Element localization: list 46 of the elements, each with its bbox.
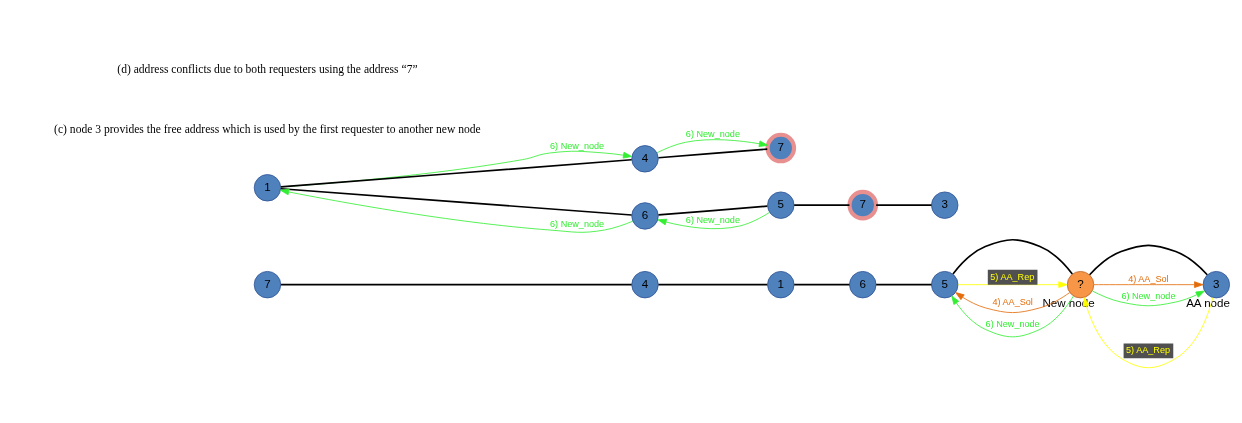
connector bbox=[952, 238, 1074, 275]
arrow bbox=[656, 139, 769, 154]
connector bbox=[279, 158, 633, 188]
node-circle: 5 bbox=[767, 191, 795, 219]
arrow bbox=[280, 188, 634, 233]
node-circle: 6 bbox=[631, 202, 659, 230]
node-label: AA node bbox=[1186, 297, 1230, 310]
node-circle: 7 bbox=[847, 189, 879, 221]
label: (c) node 3 provides the free address which is used by the first requester to another new node bbox=[54, 122, 481, 136]
edge-label: 4) AA_Sol bbox=[1128, 274, 1169, 285]
node-circle: 4 bbox=[631, 271, 659, 299]
connector bbox=[793, 283, 851, 286]
node-circle: 4 bbox=[631, 145, 659, 173]
arrow bbox=[657, 212, 770, 230]
label: (d) address conflicts due to both requesters using the address “7” bbox=[117, 63, 418, 77]
node-circle: 1 bbox=[767, 271, 795, 299]
arrow bbox=[1083, 297, 1214, 369]
edge-label: 6) New_node bbox=[550, 140, 605, 151]
edge-label: 6) New_node bbox=[1121, 291, 1176, 302]
connector bbox=[657, 205, 769, 216]
edge-label: 4) AA_Sol bbox=[992, 297, 1033, 308]
node-circle: 3 bbox=[931, 191, 959, 219]
edge-label: 5) AA_Rep bbox=[990, 271, 1035, 282]
node-circle: 7 bbox=[253, 271, 282, 299]
node-circle: 7 bbox=[765, 132, 797, 164]
connector bbox=[875, 283, 933, 286]
connector bbox=[793, 204, 851, 206]
node-circle: 3 bbox=[1202, 271, 1230, 299]
edge-label: 6) New_node bbox=[550, 219, 605, 230]
node-circle: 6 bbox=[849, 271, 877, 299]
edge-label: 6) New_node bbox=[685, 215, 740, 226]
node-circle: 5 bbox=[931, 271, 959, 299]
connector bbox=[1088, 244, 1209, 276]
connector bbox=[657, 148, 769, 159]
arrow bbox=[1093, 281, 1204, 288]
arrow bbox=[1092, 290, 1205, 307]
connector bbox=[279, 187, 633, 216]
node-circle: ? bbox=[1066, 271, 1095, 299]
connector bbox=[657, 283, 769, 286]
connector bbox=[279, 283, 633, 286]
edge-label: 5) AA_Rep bbox=[1126, 345, 1171, 356]
arrow bbox=[951, 295, 1074, 338]
edge-label: 6) New_node bbox=[685, 129, 740, 140]
node-circle: 1 bbox=[253, 174, 282, 202]
connector bbox=[875, 204, 933, 206]
edge-label: 6) New_node bbox=[985, 318, 1040, 329]
